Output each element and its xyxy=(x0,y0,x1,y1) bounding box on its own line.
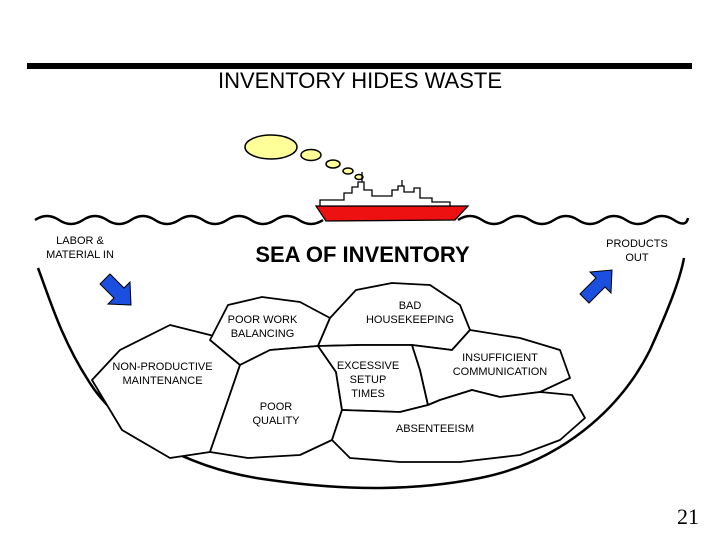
rock-label-line: SETUP xyxy=(349,374,387,386)
smoke-cloud xyxy=(354,173,364,181)
rock-label-line: BAD xyxy=(398,300,422,312)
page-title: INVENTORY HIDES WASTE xyxy=(217,68,503,93)
rocks xyxy=(91,282,586,463)
smoke-cloud xyxy=(244,134,298,160)
arrow-products-out xyxy=(579,269,613,304)
sea-of-inventory-label: SEA OF INVENTORY xyxy=(255,242,470,267)
rock-label-line: POOR WORK xyxy=(227,314,298,326)
label-insufficient-communication: INSUFFICIENT COMMUNICATION xyxy=(440,351,560,379)
page-number: 21 xyxy=(677,504,699,529)
arrow-up-right-icon xyxy=(579,269,613,304)
arrow-down-right-icon xyxy=(99,273,132,306)
label-absenteeism: ABSENTEEISM xyxy=(380,422,490,436)
rock-label-line: INSUFFICIENT xyxy=(462,352,538,364)
rock-label-line: MAINTENANCE xyxy=(122,375,203,387)
smoke-cloud xyxy=(325,159,341,169)
ship-superstructure xyxy=(319,181,451,207)
rock-label-line: POOR xyxy=(259,401,293,413)
output-label: PRODUCTS OUT xyxy=(592,237,682,265)
output-label-line: OUT xyxy=(625,252,649,264)
smoke-cloud xyxy=(342,167,354,175)
output-label-line: PRODUCTS xyxy=(606,238,668,250)
label-non-productive-maintenance: NON-PRODUCTIVE MAINTENANCE xyxy=(100,360,225,388)
label-poor-work-balancing: POOR WORK BALANCING xyxy=(215,313,310,341)
top-rule xyxy=(27,63,692,69)
rock-absenteeism xyxy=(331,389,586,463)
rock-label-line: ABSENTEEISM xyxy=(395,423,475,435)
smoke-clouds xyxy=(244,134,364,181)
ship xyxy=(314,172,470,222)
rock-label-line: EXCESSIVE xyxy=(336,360,400,372)
label-poor-quality: POOR QUALITY xyxy=(236,400,316,428)
label-excessive-setup-times: EXCESSIVE SETUP TIMES xyxy=(322,359,414,401)
arrow-material-in xyxy=(99,273,132,306)
input-label-line: MATERIAL IN xyxy=(46,249,114,261)
label-bad-housekeeping: BAD HOUSEKEEPING xyxy=(355,299,465,327)
input-label: LABOR & MATERIAL IN xyxy=(35,234,125,262)
rock-label-line: NON-PRODUCTIVE xyxy=(112,361,213,373)
input-label-line: LABOR & xyxy=(56,235,104,247)
ship-hull xyxy=(314,205,470,222)
smoke-cloud xyxy=(300,148,322,162)
rock-label-line: HOUSEKEEPING xyxy=(365,314,455,326)
rock-label-line: QUALITY xyxy=(252,415,300,427)
rock-label-line: COMMUNICATION xyxy=(452,366,548,378)
sea-basin-outline xyxy=(36,257,686,490)
rock-label-line: TIMES xyxy=(351,388,385,400)
sea-surface-wave xyxy=(34,214,690,226)
rock-label-line: BALANCING xyxy=(230,328,295,340)
